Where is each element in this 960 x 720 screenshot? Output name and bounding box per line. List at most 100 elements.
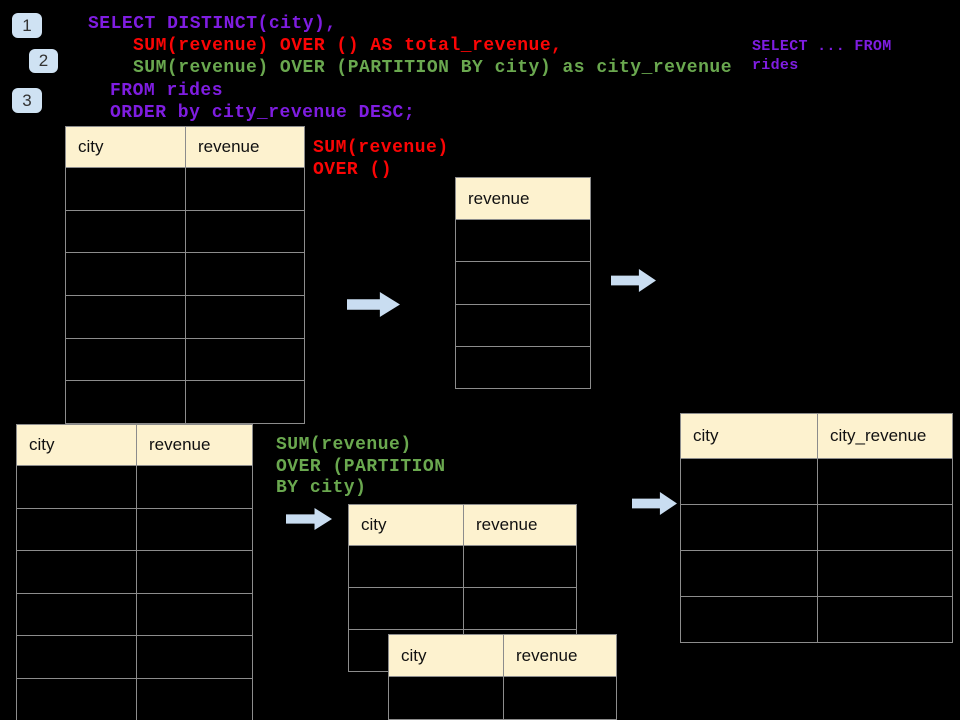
annotation-sum-over-total: SUM(revenue) OVER () bbox=[313, 138, 449, 180]
empty-cell bbox=[681, 597, 818, 642]
empty-cell bbox=[456, 347, 590, 388]
empty-cell bbox=[17, 508, 137, 550]
table-partition-group-a: city revenue bbox=[348, 504, 577, 672]
empty-cell bbox=[137, 509, 252, 551]
empty-cell bbox=[504, 677, 616, 719]
table-row bbox=[681, 597, 952, 642]
empty-cell bbox=[186, 296, 304, 338]
table-row bbox=[17, 636, 252, 679]
table-header-row: city revenue bbox=[66, 127, 304, 168]
empty-cell bbox=[349, 588, 464, 629]
empty-cell bbox=[137, 636, 252, 678]
column-header: revenue bbox=[476, 515, 538, 534]
empty-cell bbox=[66, 210, 186, 253]
empty-cell bbox=[186, 253, 304, 295]
table-row bbox=[456, 262, 590, 305]
empty-cell bbox=[66, 168, 186, 210]
empty-cell bbox=[137, 594, 252, 636]
empty-cell bbox=[186, 381, 304, 423]
table-row bbox=[66, 381, 304, 423]
empty-cell bbox=[681, 551, 818, 596]
step-badge-2: 2 bbox=[29, 49, 58, 73]
empty-cell bbox=[66, 381, 186, 423]
sql-line-from: FROM rides bbox=[110, 81, 224, 101]
column-header: revenue bbox=[516, 645, 578, 665]
table-header-row: city revenue bbox=[389, 635, 616, 677]
empty-cell bbox=[818, 551, 952, 596]
column-header: revenue bbox=[468, 188, 530, 208]
empty-cell bbox=[681, 459, 818, 504]
empty-cell bbox=[17, 636, 137, 678]
empty-cell bbox=[66, 253, 186, 295]
table-row bbox=[456, 220, 590, 263]
empty-cell bbox=[137, 551, 252, 593]
empty-cell bbox=[137, 679, 252, 720]
empty-cell bbox=[818, 505, 952, 550]
empty-cell bbox=[186, 211, 304, 253]
table-row bbox=[389, 677, 616, 720]
sql-line-select: SELECT DISTINCT(city), bbox=[88, 14, 337, 34]
table-row bbox=[681, 505, 952, 551]
arrow-right-icon bbox=[347, 292, 400, 317]
table-total-result: revenue bbox=[455, 177, 591, 389]
empty-cell bbox=[681, 505, 818, 550]
table-row bbox=[456, 305, 590, 347]
empty-cell bbox=[17, 551, 137, 593]
table-row bbox=[17, 508, 252, 551]
table-source-total: city revenue bbox=[65, 126, 305, 424]
step-badge-1: 1 bbox=[12, 13, 42, 38]
empty-cell bbox=[66, 295, 186, 338]
table-header-row: city revenue bbox=[349, 505, 576, 546]
arrow-right-icon bbox=[611, 269, 656, 292]
empty-cell bbox=[456, 220, 590, 261]
table-row bbox=[681, 551, 952, 597]
column-header: city_revenue bbox=[830, 426, 927, 445]
empty-cell bbox=[818, 459, 952, 504]
table-row bbox=[66, 295, 304, 339]
table-row bbox=[17, 551, 252, 594]
table-row bbox=[66, 168, 304, 211]
table-row bbox=[66, 210, 304, 254]
column-header: city bbox=[66, 127, 186, 167]
table-row bbox=[349, 588, 576, 630]
empty-cell bbox=[137, 466, 252, 508]
table-header-row: city city_revenue bbox=[681, 414, 952, 459]
column-header: city bbox=[349, 505, 464, 545]
column-header: revenue bbox=[149, 435, 211, 454]
empty-cell bbox=[464, 546, 576, 587]
table-row bbox=[17, 678, 252, 720]
table-row bbox=[349, 546, 576, 588]
empty-cell bbox=[389, 677, 504, 719]
sql-line-sum-over-partition: SUM(revenue) OVER (PARTITION BY city) as… bbox=[133, 58, 732, 78]
annotation-sum-over-partition: SUM(revenue) OVER (PARTITION BY city) bbox=[276, 435, 446, 498]
empty-cell bbox=[66, 338, 186, 381]
empty-cell bbox=[349, 546, 464, 587]
table-header-row: revenue bbox=[456, 178, 590, 220]
empty-cell bbox=[456, 305, 590, 346]
column-header: revenue bbox=[198, 137, 260, 156]
empty-cell bbox=[17, 678, 137, 720]
table-row bbox=[66, 338, 304, 382]
arrow-right-icon bbox=[286, 508, 332, 530]
empty-cell bbox=[186, 168, 304, 210]
table-row bbox=[66, 253, 304, 296]
empty-cell bbox=[456, 262, 590, 303]
sql-line-order-by: ORDER by city_revenue DESC; bbox=[110, 103, 416, 123]
column-header: city bbox=[389, 635, 504, 676]
note-select-from-rides: SELECT ... FROM rides bbox=[752, 38, 892, 74]
table-row bbox=[17, 593, 252, 636]
empty-cell bbox=[818, 597, 952, 642]
table-row bbox=[681, 459, 952, 505]
column-header: city bbox=[681, 414, 818, 458]
empty-cell bbox=[186, 339, 304, 381]
table-row bbox=[17, 466, 252, 509]
sql-line-sum-over-total: SUM(revenue) OVER () AS total_revenue, bbox=[133, 36, 563, 56]
table-partition-result: city city_revenue bbox=[680, 413, 953, 643]
arrow-right-icon bbox=[632, 492, 677, 515]
table-row bbox=[456, 347, 590, 388]
table-partition-group-b: city revenue bbox=[388, 634, 617, 720]
step-badge-3: 3 bbox=[12, 88, 42, 113]
